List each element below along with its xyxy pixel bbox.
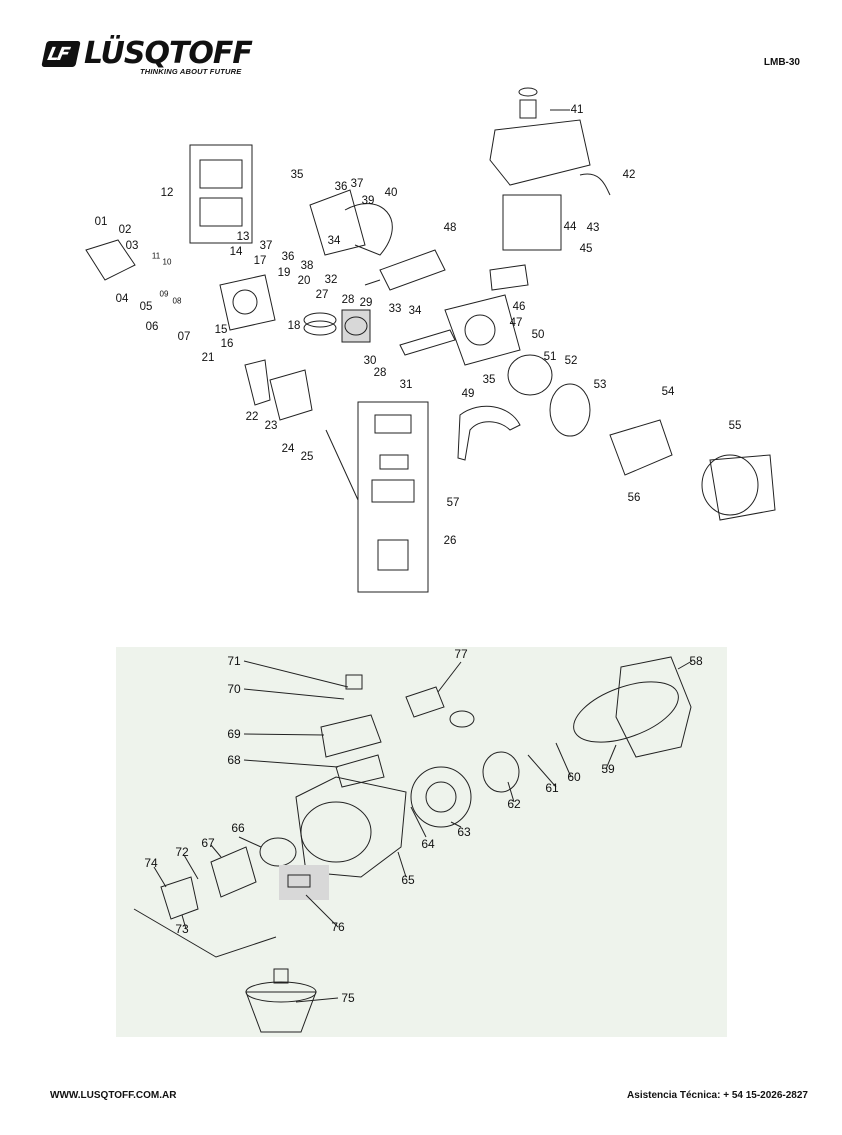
part-label: 37 [350, 178, 364, 190]
part-label: 56 [627, 492, 641, 504]
part-label: 40 [384, 187, 398, 199]
part-label: 14 [229, 246, 243, 258]
part-label: 21 [201, 352, 215, 364]
part-label: 13 [236, 231, 250, 243]
part-label: 18 [287, 320, 301, 332]
part-label: 25 [300, 451, 314, 463]
part-label: 31 [399, 379, 413, 391]
part-label: 01 [94, 216, 108, 228]
part-label: 38 [300, 260, 314, 272]
part-label: 06 [145, 321, 159, 333]
part-label: 24 [281, 443, 295, 455]
part-label: 52 [564, 355, 578, 367]
part-label: 67 [201, 836, 215, 850]
part-label: 68 [227, 753, 241, 767]
part-label: 20 [297, 275, 311, 287]
part-label: 50 [531, 329, 545, 341]
part-label: 76 [331, 920, 345, 934]
part-label: 53 [593, 379, 607, 391]
part-label: 02 [118, 224, 132, 236]
logo-badge: LF [41, 41, 81, 67]
footer-website[interactable]: WWW.LUSQTOFF.COM.AR [50, 1090, 177, 1101]
brand-logo: LF LÜSQTOFF THINKING ABOUT FUTURE [41, 36, 254, 78]
part-label: 35 [482, 374, 496, 386]
part-label: 42 [622, 169, 636, 181]
part-label: 26 [443, 535, 457, 547]
part-label: 39 [361, 195, 375, 207]
part-label: 55 [728, 420, 742, 432]
part-label: 08 [172, 296, 182, 306]
model-code: LMB-30 [763, 57, 800, 68]
part-label: 11 [151, 251, 161, 261]
part-label: 35 [290, 169, 304, 181]
part-label: 37 [259, 240, 273, 252]
part-label: 70 [227, 682, 241, 696]
part-label: 45 [579, 243, 593, 255]
part-label: 04 [115, 293, 129, 305]
part-label: 36 [281, 251, 295, 263]
part-label: 69 [227, 727, 241, 741]
part-label: 05 [139, 301, 153, 313]
part-label: 59 [601, 762, 615, 776]
part-label: 36 [334, 181, 348, 193]
footer-support-phone: Asistencia Técnica: + 54 15-2026-2827 [627, 1090, 808, 1101]
part-label: 28 [341, 294, 355, 306]
part-label: 77 [454, 647, 468, 661]
pump-parts-drawing [133, 656, 693, 1033]
part-label: 23 [264, 420, 278, 432]
part-label: 72 [175, 845, 189, 859]
part-label: 54 [661, 386, 675, 398]
part-label: 61 [545, 781, 559, 795]
part-label: 17 [253, 255, 267, 267]
engine-exploded-diagram: 01 02 03 04 05 06 07 08 09 10 11 12 13 1… [80, 80, 800, 600]
part-label: 49 [461, 388, 475, 400]
part-label: 44 [563, 221, 577, 233]
part-label: 43 [586, 222, 600, 234]
part-label: 12 [160, 187, 174, 199]
part-label: 66 [231, 821, 245, 835]
part-label: 30 [363, 355, 377, 367]
part-label: 15 [214, 324, 228, 336]
part-label: 46 [512, 301, 526, 313]
engine-parts-drawing [85, 87, 776, 593]
part-label: 29 [359, 297, 373, 309]
part-label: 48 [443, 222, 457, 234]
part-label: 57 [446, 497, 460, 509]
part-label: 58 [689, 654, 703, 668]
part-label: 62 [507, 797, 521, 811]
part-label: 34 [408, 305, 422, 317]
part-label: 28 [373, 367, 387, 379]
part-label: 41 [570, 104, 584, 116]
part-label: 33 [388, 303, 402, 315]
part-label: 75 [341, 991, 355, 1005]
part-label: 07 [177, 331, 191, 343]
part-label: 47 [509, 317, 523, 329]
part-label: 60 [567, 770, 581, 784]
part-label: 74 [144, 856, 158, 870]
part-label: 71 [227, 654, 241, 668]
part-label: 64 [421, 837, 435, 851]
part-label: 27 [315, 289, 329, 301]
part-label: 32 [324, 274, 338, 286]
brand-name: LÜSQTOFF [84, 36, 253, 71]
part-label: 65 [401, 873, 415, 887]
part-label: 51 [543, 351, 557, 363]
part-label: 19 [277, 267, 291, 279]
brand-tagline: THINKING ABOUT FUTURE [140, 67, 242, 76]
part-label: 34 [327, 235, 341, 247]
part-label: 10 [162, 257, 172, 267]
part-label: 22 [245, 411, 259, 423]
part-label: 73 [175, 922, 189, 936]
part-label: 09 [159, 289, 169, 299]
part-label: 03 [125, 240, 139, 252]
part-label: 16 [220, 338, 234, 350]
part-label: 63 [457, 825, 471, 839]
pump-exploded-diagram: 71 70 69 68 77 58 60 61 59 62 63 64 65 6… [116, 647, 727, 1037]
